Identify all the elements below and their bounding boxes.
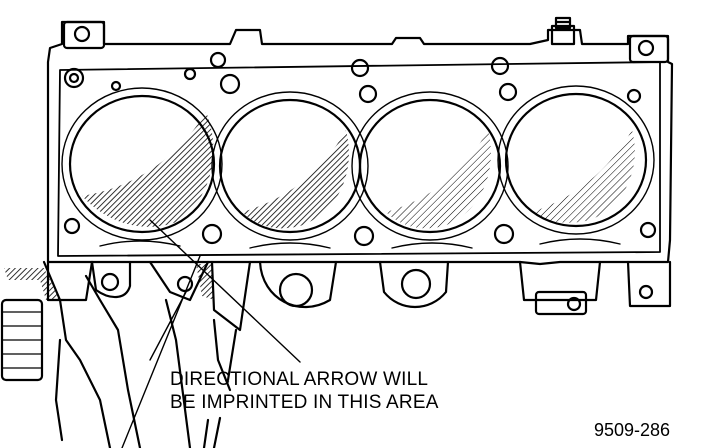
directional-arrow-area (4, 112, 635, 300)
directional-arrow-callout: DIRECTIONAL ARROW WILL BE IMPRINTED IN T… (170, 368, 439, 414)
main-bearing-bore (278, 272, 314, 308)
figure-number: 9509-286 (594, 420, 671, 440)
callout-leader-line (149, 219, 301, 363)
sensor-fitting (550, 24, 576, 46)
cylinder-bore-1 (68, 94, 216, 234)
head-gasket-outline (57, 61, 661, 257)
cylinder-bore-4 (504, 92, 648, 228)
callout-line-1: DIRECTIONAL ARROW WILL (170, 369, 429, 390)
callout-leader-line (121, 255, 201, 448)
left-dowel-tab (62, 20, 106, 50)
right-dowel-tab (628, 34, 670, 64)
callout-leader-line (149, 291, 187, 361)
main-bearing-bore (400, 268, 432, 300)
cylinder-bore-3 (358, 98, 502, 234)
callout-line-2: BE IMPRINTED IN THIS AREA (170, 392, 439, 413)
bolt-hole (63, 67, 85, 89)
